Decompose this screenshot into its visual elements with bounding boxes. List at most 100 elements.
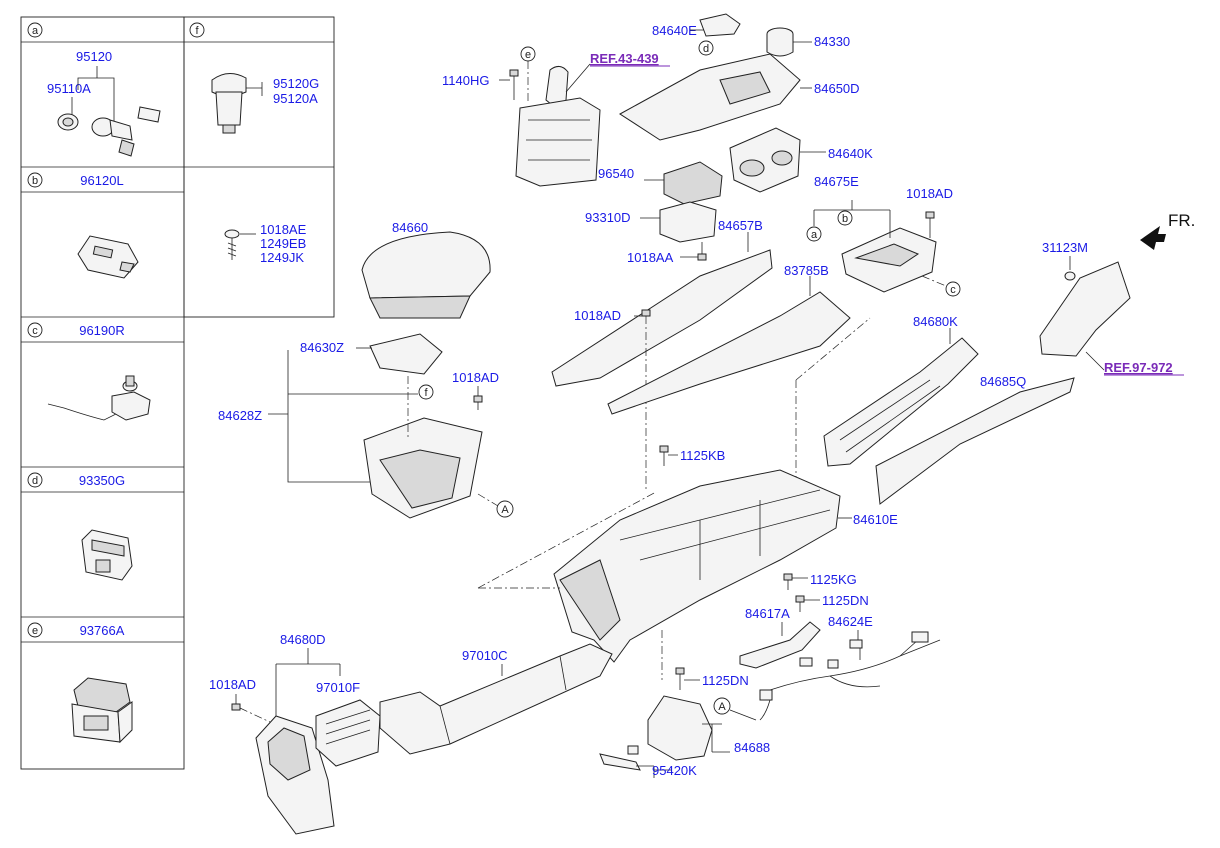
- inset-d: d 93350G: [27, 472, 133, 581]
- trim-84680K-part: [823, 337, 979, 467]
- vent-97010F-part: [315, 699, 381, 767]
- aux-cable-icon: [47, 375, 151, 421]
- label-1018AD-d: 1018AD: [209, 677, 256, 692]
- callout-e: e: [525, 49, 531, 61]
- label-84624E: 84624E: [828, 614, 873, 629]
- label-1125DN-a: 1125DN: [822, 593, 869, 608]
- callout-A-1: A: [501, 504, 509, 516]
- ref-43-439-link[interactable]: REF.43-439: [590, 51, 659, 66]
- label-97010F: 97010F: [316, 680, 360, 695]
- front-label: FR.: [1168, 211, 1195, 230]
- usb-module-icon: [77, 235, 139, 279]
- label-1018AD-a: 1018AD: [906, 186, 953, 201]
- front-arrow-icon: [1140, 226, 1166, 250]
- callout-a: a: [811, 229, 818, 241]
- label-93310D: 93310D: [585, 210, 631, 225]
- cover-84640E-part: [699, 13, 741, 37]
- console-body-84610E-part: 84610E 1125KB: [477, 445, 898, 680]
- label-84628Z: 84628Z: [218, 408, 262, 423]
- inset-d-letter: d: [32, 475, 38, 487]
- armrest-84660-part: 84660: [361, 220, 491, 319]
- tray-84630Z-part: [369, 333, 443, 375]
- callout-d: d: [703, 43, 709, 55]
- label-84610E: 84610E: [853, 512, 898, 527]
- inset-c-letter: c: [32, 325, 38, 337]
- label-84330: 84330: [814, 34, 850, 49]
- storage-box-assembly: 84630Z f 84628Z 1018AD A: [218, 333, 514, 519]
- label-1125DN-b: 1125DN: [702, 673, 749, 688]
- label-83785B: 83785B: [784, 263, 829, 278]
- label-84630Z: 84630Z: [300, 340, 344, 355]
- knob-84330-part: [766, 27, 794, 57]
- switch-93310D-part: [659, 201, 717, 243]
- inset-b: b 96120L: [27, 172, 139, 279]
- label-1018AD-b: 1018AD: [574, 308, 621, 323]
- label-84640K: 84640K: [828, 146, 873, 161]
- callout-f: f: [424, 387, 428, 399]
- label-1125KB: 1125KB: [680, 448, 725, 463]
- label-84660: 84660: [392, 220, 428, 235]
- callout-A-2: A: [718, 701, 726, 713]
- bolt-icon: [509, 69, 519, 100]
- inset-d-letter-circle: [27, 472, 43, 488]
- label-84675E: 84675E: [814, 174, 859, 189]
- label-31123M: 31123M: [1042, 240, 1088, 255]
- switch-block-icon: [81, 529, 133, 581]
- inset-e-letter: e: [32, 625, 38, 637]
- inset-f-letter-circle: [189, 22, 205, 38]
- wiring-harness-84624E-part: [759, 631, 941, 721]
- front-direction-indicator: FR.: [1140, 211, 1195, 250]
- label-96190R: 96190R: [79, 323, 125, 338]
- bracket-84617A-part: [739, 621, 821, 669]
- label-84680D: 84680D: [280, 632, 326, 647]
- inset-b-letter: b: [32, 175, 38, 187]
- side-trim-assembly: 84657B 1018AD 83785B: [551, 218, 851, 490]
- screw-icon: [224, 229, 240, 260]
- label-84688: 84688: [734, 740, 770, 755]
- label-95120G: 95120G: [273, 76, 319, 91]
- label-84685Q: 84685Q: [980, 374, 1026, 389]
- duct-31123M-part: 31123M REF.97-972: [1039, 240, 1184, 376]
- inset-e-letter-circle: [27, 622, 43, 638]
- label-96120L: 96120L: [80, 173, 123, 188]
- label-1249JK: 1249JK: [260, 250, 304, 265]
- inset-c-letter-circle: [27, 322, 43, 338]
- label-1018AD-c: 1018AD: [452, 370, 499, 385]
- label-1018AE: 1018AE: [260, 222, 307, 237]
- label-1125KG: 1125KG: [810, 572, 857, 587]
- label-95110A: 95110A: [47, 81, 91, 96]
- switch-assembly-icon: [71, 677, 133, 744]
- label-84640E: 84640E: [652, 23, 697, 38]
- top-trim-assembly: 84640E 84330 d 84650D 84640K 96540 93310…: [585, 13, 873, 265]
- switch-96540-part: [663, 161, 723, 205]
- ref-97-972-link[interactable]: REF.97-972: [1104, 360, 1173, 375]
- inset-a-letter-circle: [27, 22, 43, 38]
- label-93766A: 93766A: [80, 623, 125, 638]
- label-84680K: 84680K: [913, 314, 958, 329]
- trim-83785B-part: [607, 291, 851, 415]
- lower-hardware-assembly: 1125KG 1125DN 84617A 84624E A 1125DN 846…: [599, 572, 941, 778]
- cover-84650D-part: [619, 53, 801, 141]
- inset-a: a 95120 95110A: [27, 22, 161, 157]
- inset-f: f 95120G 95120A 1018AE 1249EB 1249JK: [189, 22, 319, 265]
- label-84617A: 84617A: [745, 606, 790, 621]
- inset-c: c 96190R: [27, 322, 151, 421]
- label-84650D: 84650D: [814, 81, 860, 96]
- switch-panel-84675E: 84675E b a 1018AD c: [806, 174, 961, 297]
- shift-lever-assembly: e REF.43-439 1140HG: [442, 46, 670, 187]
- label-95420K: 95420K: [652, 763, 697, 778]
- label-1018AA: 1018AA: [627, 250, 674, 265]
- label-97010C: 97010C: [462, 648, 508, 663]
- callout-c: c: [950, 284, 956, 296]
- inset-a-letter: a: [32, 25, 39, 37]
- plug-part-icon: [211, 73, 247, 134]
- trim-84685Q-part: [875, 377, 1075, 505]
- label-84657B: 84657B: [718, 218, 763, 233]
- inset-f-letter: f: [195, 25, 199, 37]
- label-95120A: 95120A: [273, 91, 318, 106]
- trim-84657B-part: [551, 249, 773, 387]
- label-1249EB: 1249EB: [260, 236, 306, 251]
- label-1140HG: 1140HG: [442, 73, 489, 88]
- right-trim-assembly: 84680K 84685Q: [795, 314, 1075, 505]
